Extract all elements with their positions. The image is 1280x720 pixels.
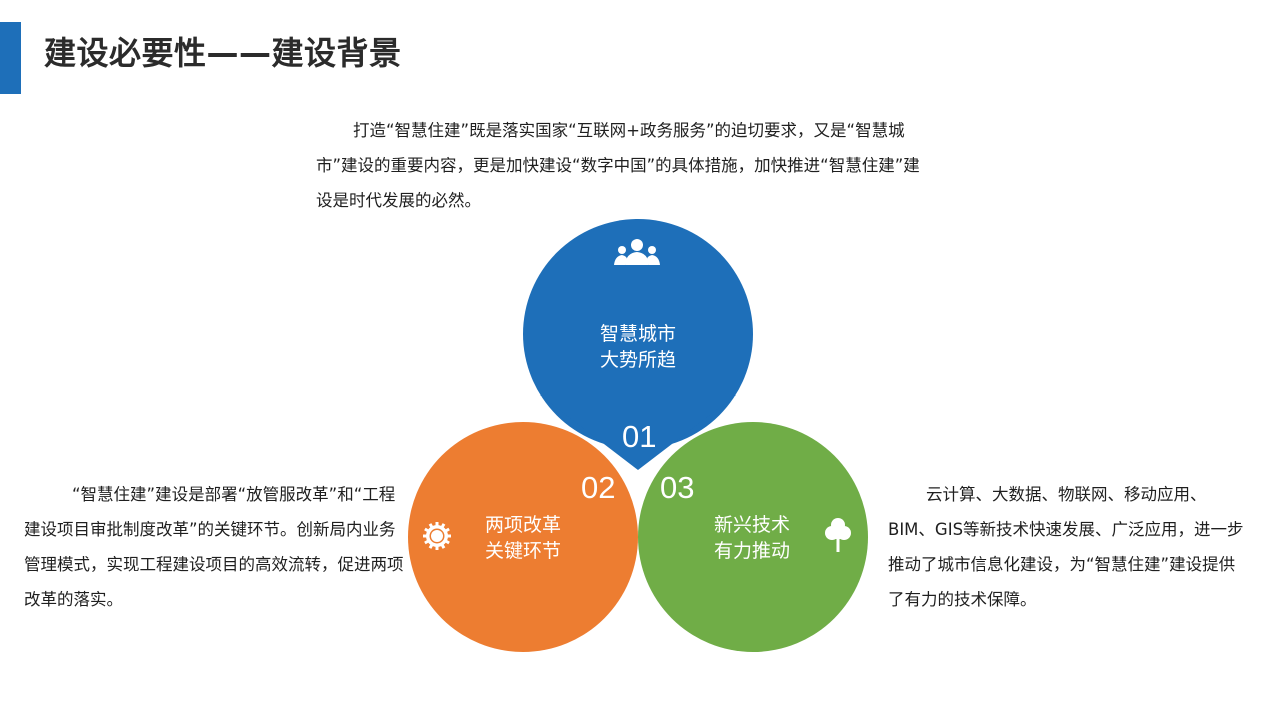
circle-02-line2: 关键环节 (484, 540, 561, 562)
circle-03-label: 新兴技术 有力推动 (692, 512, 812, 564)
intro-paragraph: 打造“智慧住建”既是落实国家“互联网+政务服务”的迫切要求，又是“智慧城市”建设… (316, 121, 920, 210)
circle-01-line2: 大势所趋 (599, 349, 676, 371)
circle-01-number: 01 (622, 419, 657, 454)
right-paragraph: 云计算、大数据、物联网、移动应用、BIM、GIS等新技术快速发展、广泛应用，进一… (888, 485, 1244, 609)
circle-02-label: 两项改革 关键环节 (463, 512, 583, 564)
circle-03-line2: 有力推动 (713, 540, 790, 562)
circle-01-shape (523, 219, 753, 470)
circle-02-shape (408, 422, 638, 652)
left-paragraph: “智慧住建”建设是部署“放管服改革”和“工程建设项目审批制度改革”的关键环节。创… (24, 485, 404, 609)
circle-02-number: 02 (581, 470, 616, 505)
circle-01-line1: 智慧城市 (599, 323, 676, 345)
circle-03-line1: 新兴技术 (713, 514, 790, 536)
title-accent-bar (0, 22, 21, 94)
page-title: 建设必要性——建设背景 (44, 34, 402, 72)
sun-gear-icon (423, 522, 451, 550)
circle-03-shape (638, 422, 868, 652)
tree-icon (823, 516, 853, 554)
people-group-icon (612, 238, 662, 268)
circle-02-line1: 两项改革 (484, 514, 561, 536)
circle-03-number: 03 (660, 470, 695, 505)
circle-01-label: 智慧城市 大势所趋 (578, 321, 698, 373)
